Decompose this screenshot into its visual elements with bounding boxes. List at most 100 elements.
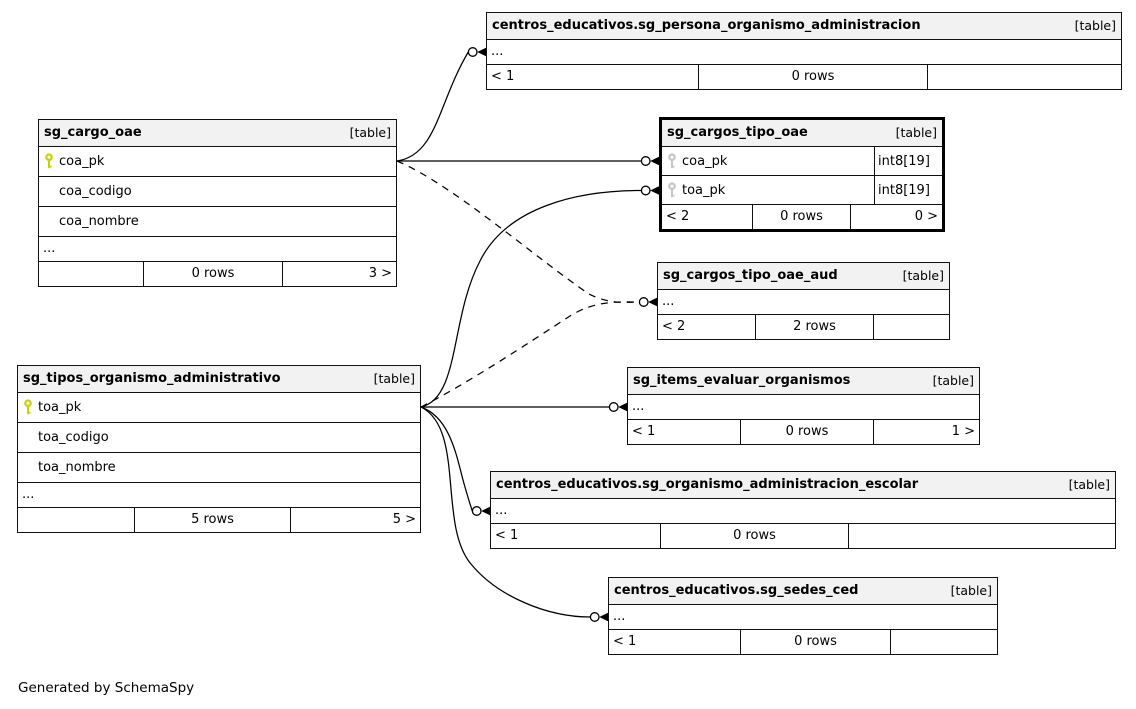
more-columns-ellipsis: ... xyxy=(491,499,1115,524)
table-node-sg-sedes-ced[interactable]: centros_educativos.sg_sedes_ced [table] … xyxy=(608,577,998,655)
row-count: 0 rows xyxy=(660,524,849,548)
column-name: toa_nombre xyxy=(38,460,116,475)
more-columns-ellipsis: ... xyxy=(18,483,420,508)
table-type-tag: [table] xyxy=(373,371,415,386)
more-columns-ellipsis: ... xyxy=(39,237,396,262)
column-row: toa_pk int8[19] xyxy=(662,176,942,205)
column-name: toa_codigo xyxy=(38,430,109,445)
column-row: toa_pk xyxy=(18,393,420,423)
table-type-tag: [table] xyxy=(895,125,937,140)
zero-or-more-connector-icon xyxy=(640,156,659,166)
table-header[interactable]: centros_educativos.sg_sedes_ced [table] xyxy=(609,578,997,605)
row-count: 2 rows xyxy=(755,315,874,339)
children-count: < 2 xyxy=(666,209,690,224)
more-columns-ellipsis: ... xyxy=(487,40,1121,65)
column-name: coa_pk xyxy=(682,153,728,169)
relationship-line-tipos-to-cargos-tipo xyxy=(420,189,642,408)
table-header[interactable]: centros_educativos.sg_persona_organismo_… xyxy=(487,13,1121,40)
column-name: toa_pk xyxy=(38,400,82,415)
zero-or-more-connector-icon xyxy=(640,185,659,196)
table-type-tag: [table] xyxy=(1074,18,1116,33)
parents-count xyxy=(874,315,949,339)
table-footer: < 2 0 rows 0 > xyxy=(662,205,942,229)
zero-or-more-connector-icon xyxy=(589,612,608,622)
table-node-sg-tipos-organismo-administrativo[interactable]: sg_tipos_organismo_administrativo [table… xyxy=(17,365,421,533)
children-count: < 1 xyxy=(613,634,637,649)
table-title: centros_educativos.sg_persona_organismo_… xyxy=(492,18,921,33)
column-name: coa_codigo xyxy=(59,184,132,199)
relationship-line-tipos-to-organismo-escolar xyxy=(420,406,473,512)
table-header[interactable]: sg_cargos_tipo_oae_aud [table] xyxy=(658,263,949,290)
row-count: 0 rows xyxy=(752,205,851,229)
parents-count: 5 > xyxy=(392,512,416,527)
table-type-tag: [table] xyxy=(932,373,974,388)
table-title: sg_cargos_tipo_oae_aud xyxy=(663,268,838,283)
table-title: sg_cargo_oae xyxy=(44,125,142,140)
relationship-line-cargo-to-persona xyxy=(396,51,469,162)
parents-count xyxy=(849,524,1115,548)
zero-or-more-connector-icon xyxy=(467,47,486,57)
table-footer: < 2 2 rows xyxy=(658,315,949,339)
row-count: 5 rows xyxy=(134,508,291,532)
column-row: toa_nombre xyxy=(18,453,420,483)
table-type-tag: [table] xyxy=(950,583,992,598)
zero-or-more-connector-icon xyxy=(471,506,490,516)
table-node-sg-cargos-tipo-oae-aud[interactable]: sg_cargos_tipo_oae_aud [table] ... < 2 2… xyxy=(657,262,950,340)
table-title: sg_cargos_tipo_oae xyxy=(667,125,808,140)
more-columns-ellipsis: ... xyxy=(628,395,979,420)
table-header[interactable]: sg_cargos_tipo_oae [table] xyxy=(662,120,942,147)
table-title: sg_items_evaluar_organismos xyxy=(633,373,851,388)
table-header[interactable]: sg_tipos_organismo_administrativo [table… xyxy=(18,366,420,393)
children-count: < 1 xyxy=(491,69,515,84)
table-type-tag: [table] xyxy=(349,125,391,140)
children-count xyxy=(39,262,143,286)
table-header[interactable]: sg_cargo_oae [table] xyxy=(39,120,396,147)
primary-key-icon xyxy=(18,399,38,416)
more-columns-ellipsis: ... xyxy=(609,605,997,630)
primary-key-icon xyxy=(662,152,682,170)
column-row: toa_codigo xyxy=(18,423,420,453)
zero-or-more-connector-icons xyxy=(467,47,659,622)
column-row: coa_codigo xyxy=(39,177,396,207)
row-count: 0 rows xyxy=(698,65,928,89)
table-type-tag: [table] xyxy=(1068,477,1110,492)
children-count: < 1 xyxy=(495,528,519,543)
column-name: toa_pk xyxy=(682,182,726,198)
children-count xyxy=(18,508,134,532)
parents-count xyxy=(928,65,1121,89)
parents-count: 0 > xyxy=(914,209,938,224)
generator-note: Generated by SchemaSpy xyxy=(18,680,195,696)
column-type: int8[19] xyxy=(874,176,942,204)
table-header[interactable]: sg_items_evaluar_organismos [table] xyxy=(628,368,979,395)
table-node-sg-items-evaluar-organismos[interactable]: sg_items_evaluar_organismos [table] ... … xyxy=(627,367,980,445)
column-name: coa_pk xyxy=(59,154,105,169)
relationship-line-tipos-to-sedes xyxy=(420,406,591,618)
children-count: < 1 xyxy=(632,424,656,439)
table-header[interactable]: centros_educativos.sg_organismo_administ… xyxy=(491,472,1115,499)
table-footer: < 1 0 rows 1 > xyxy=(628,420,979,444)
children-count: < 2 xyxy=(662,319,686,334)
column-row: coa_nombre xyxy=(39,207,396,237)
parents-count xyxy=(891,630,997,654)
zero-or-more-connector-icon xyxy=(608,402,627,412)
parents-count: 1 > xyxy=(951,424,975,439)
table-node-sg-organismo-administracion-escolar[interactable]: centros_educativos.sg_organismo_administ… xyxy=(490,471,1116,549)
more-columns-ellipsis: ... xyxy=(658,290,949,315)
row-count: 0 rows xyxy=(740,420,874,444)
table-footer: < 1 0 rows xyxy=(609,630,997,654)
table-title: sg_tipos_organismo_administrativo xyxy=(23,371,281,386)
table-type-tag: [table] xyxy=(902,268,944,283)
primary-key-icon xyxy=(39,153,59,170)
table-footer: < 1 0 rows xyxy=(487,65,1121,89)
table-node-sg-persona-organismo-administracion[interactable]: centros_educativos.sg_persona_organismo_… xyxy=(486,12,1122,90)
relationship-line-tipos-to-cargos-tipo-aud xyxy=(420,301,640,408)
row-count: 0 rows xyxy=(143,262,283,286)
parents-count: 3 > xyxy=(368,266,392,281)
table-footer: 5 rows 5 > xyxy=(18,508,420,532)
primary-key-icon xyxy=(662,181,682,199)
